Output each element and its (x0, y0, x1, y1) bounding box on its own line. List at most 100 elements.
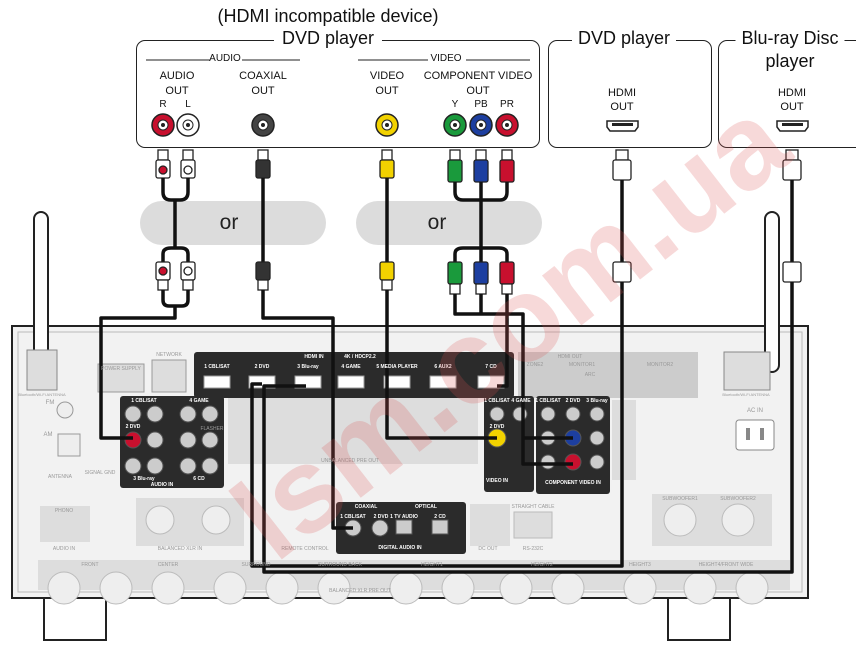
component-in-3: 3 Blu-ray (586, 398, 607, 404)
pre-out-height2: HEIGHT2 (531, 562, 553, 568)
dc-out-panel (470, 504, 510, 546)
audio-in-panel-label: AUDIO IN (151, 482, 174, 488)
balanced-pre-out-label: BALANCED XLR PRE OUT (329, 588, 391, 594)
pre-out-front: FRONT (81, 562, 98, 568)
hdmi-in-2: 2 DVD (255, 364, 270, 370)
source-jack-y (444, 114, 466, 136)
rca-plug-pr-top (500, 150, 514, 182)
hdmi-plug-dvd-bottom (613, 262, 631, 282)
hdmi-in-3: 3 Blu-ray (297, 364, 318, 370)
antenna-left-icon (27, 212, 57, 390)
video-in-label: VIDEO IN (486, 478, 508, 484)
pre-out-height4: HEIGHT4/FRONT WIDE (699, 562, 754, 568)
comp-cable-lower-split (455, 248, 507, 262)
digital-audio-in-label: DIGITAL AUDIO IN (378, 545, 421, 551)
ac-in-label: AC IN (747, 408, 763, 414)
optical-group-label: OPTICAL (415, 504, 437, 510)
rca-plug-pb-top (474, 150, 488, 182)
pre-out-surround: SURROUND (242, 562, 271, 568)
rca-plug-audio-l-bottom (181, 262, 195, 290)
source-jack-pb (470, 114, 492, 136)
bluray-hdmi-port (777, 121, 808, 131)
component-in-1: 1 CBL/SAT (535, 398, 560, 404)
receiver-foot-left (44, 598, 106, 640)
hdmi-in-7: 7 CD (485, 364, 496, 370)
audio-in-panel-2: 2 DVD (126, 424, 141, 430)
antenna-right-label: Bluetooth/Wi-Fi ANTENNA (722, 392, 769, 397)
source-jack-video (376, 114, 398, 136)
video-in-4: 4 GAME (511, 398, 530, 404)
rs232c-label: RS-232C (523, 546, 544, 552)
power-supply-label: POWER SUPPLY (101, 366, 141, 372)
monitor2-label: MONITOR2 (647, 362, 673, 368)
monitor1-label: MONITOR1 (569, 362, 595, 368)
rca-plug-video-bottom (380, 262, 394, 290)
antenna-label: ANTENNA (48, 474, 72, 480)
hdmi-plug-dvd-top (613, 150, 631, 180)
hdmi-in-label: HDMI IN (304, 354, 323, 360)
rca-plug-pr-bottom (500, 262, 514, 294)
coaxial-group-label: COAXIAL (355, 504, 378, 510)
hdmi-plug-bluray-bottom (783, 262, 801, 282)
am-antenna-terminal (58, 434, 80, 456)
ac-inlet (736, 420, 774, 450)
am-label: AM (44, 432, 53, 438)
dc-out-label: DC OUT (478, 546, 497, 552)
audio-in-small-label: AUDIO IN (53, 546, 75, 552)
audio-in-panel-4: 4 GAME (189, 398, 208, 404)
digital-1: 1 CBL/SAT (340, 514, 365, 520)
antenna-right-icon (724, 212, 779, 390)
audio-in-panel-1: 1 CBL/SAT (131, 398, 156, 404)
hdmi-plug-bluray-top (783, 150, 801, 180)
pre-out-height3: HEIGHT3 (629, 562, 651, 568)
arc-label: ARC (585, 372, 596, 378)
comp-cable-upper (455, 182, 507, 200)
fm-label: FM (46, 400, 55, 406)
rca-plug-audio-r-top (156, 150, 170, 178)
audio-cable-lower-split (163, 248, 188, 262)
network-label: NETWORK (156, 352, 182, 358)
phono-label: PHONO (55, 508, 73, 514)
antenna-left-label: Bluetooth/Wi-Fi ANTENNA (18, 392, 65, 397)
source-jack-audio-l (177, 114, 199, 136)
hdmi-in-6: 6 AUX2 (434, 364, 451, 370)
component-in-2: 2 DVD (566, 398, 581, 404)
rca-plug-coaxial-bottom (256, 262, 270, 290)
rca-plug-y-bottom (448, 262, 462, 294)
audio-in-panel-6: 6 CD (193, 476, 204, 482)
digital-2: 2 DVD (374, 514, 389, 520)
subwoofer2-label: SUBWOOFER2 (720, 496, 756, 502)
audio-cable-upper (163, 178, 188, 200)
pre-out-center: CENTER (158, 562, 179, 568)
source-jack-audio-r (152, 114, 174, 136)
rca-plug-pb-bottom (474, 262, 488, 294)
rs232c-port (514, 512, 552, 538)
source-jack-pr (496, 114, 518, 136)
subwoofer1-label: SUBWOOFER1 (662, 496, 698, 502)
balanced-in-label: BALANCED XLR IN (158, 546, 202, 552)
dvd-hdmi-port (607, 121, 638, 131)
hdmi-in-5: 5 MEDIA PLAYER (376, 364, 417, 370)
rca-plug-audio-l-top (181, 150, 195, 178)
video-in-1: 1 CBL/SAT (484, 398, 509, 404)
rca-plug-coaxial-top (256, 150, 270, 178)
ir-remote-label: REMOTE CONTROL (281, 546, 328, 552)
straight-cable-label: STRAIGHT CABLE (512, 504, 555, 510)
pre-out-surround-back: SURROUND BACK (318, 562, 362, 568)
video-in-2: 2 DVD (490, 424, 505, 430)
hdmi-in-4: 4 GAME (341, 364, 360, 370)
component-in-label: COMPONENT VIDEO IN (545, 480, 601, 486)
fm-antenna-jack (57, 402, 73, 418)
source-jack-coaxial (252, 114, 274, 136)
rca-plug-y-top (448, 150, 462, 182)
hdcp-label: 4K / HDCP2.2 (344, 354, 376, 360)
rca-plug-audio-r-bottom (156, 262, 170, 290)
digital-4: 2 CD (434, 514, 445, 520)
unbalanced-pre-out-label: UNBALANCED PRE OUT (321, 458, 379, 464)
rca-plug-video-top (380, 150, 394, 178)
digital-3: 1 TV AUDIO (390, 514, 418, 520)
hdmi-in-1: 1 CBL/SAT (204, 364, 229, 370)
zone2-label: ZONE2 (527, 362, 544, 368)
hdmi-out-label: HDMI OUT (558, 354, 583, 360)
flasher-label: FLASHER (200, 426, 223, 432)
